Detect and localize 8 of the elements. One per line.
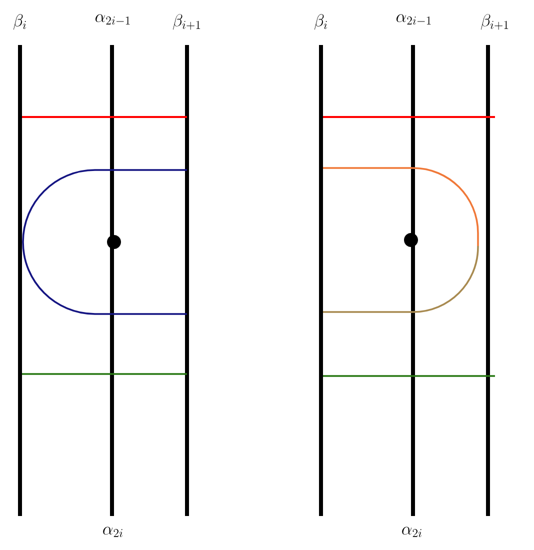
strand-label: $\alpha_{2i-1}$ — [96, 14, 130, 25]
strand-label: $\beta_{i+1}$ — [480, 14, 508, 30]
strand-label: $\beta_{i+1}$ — [172, 14, 200, 30]
strand-label: $\alpha_{2i-1}$ — [396, 14, 431, 25]
strand-label: $\alpha_{2i}$ — [103, 526, 122, 538]
strand-label: $\beta_i$ — [13, 14, 26, 30]
strand-label: $\alpha_{2i}$ — [402, 526, 422, 538]
strand-label: $\beta_i$ — [314, 14, 327, 30]
